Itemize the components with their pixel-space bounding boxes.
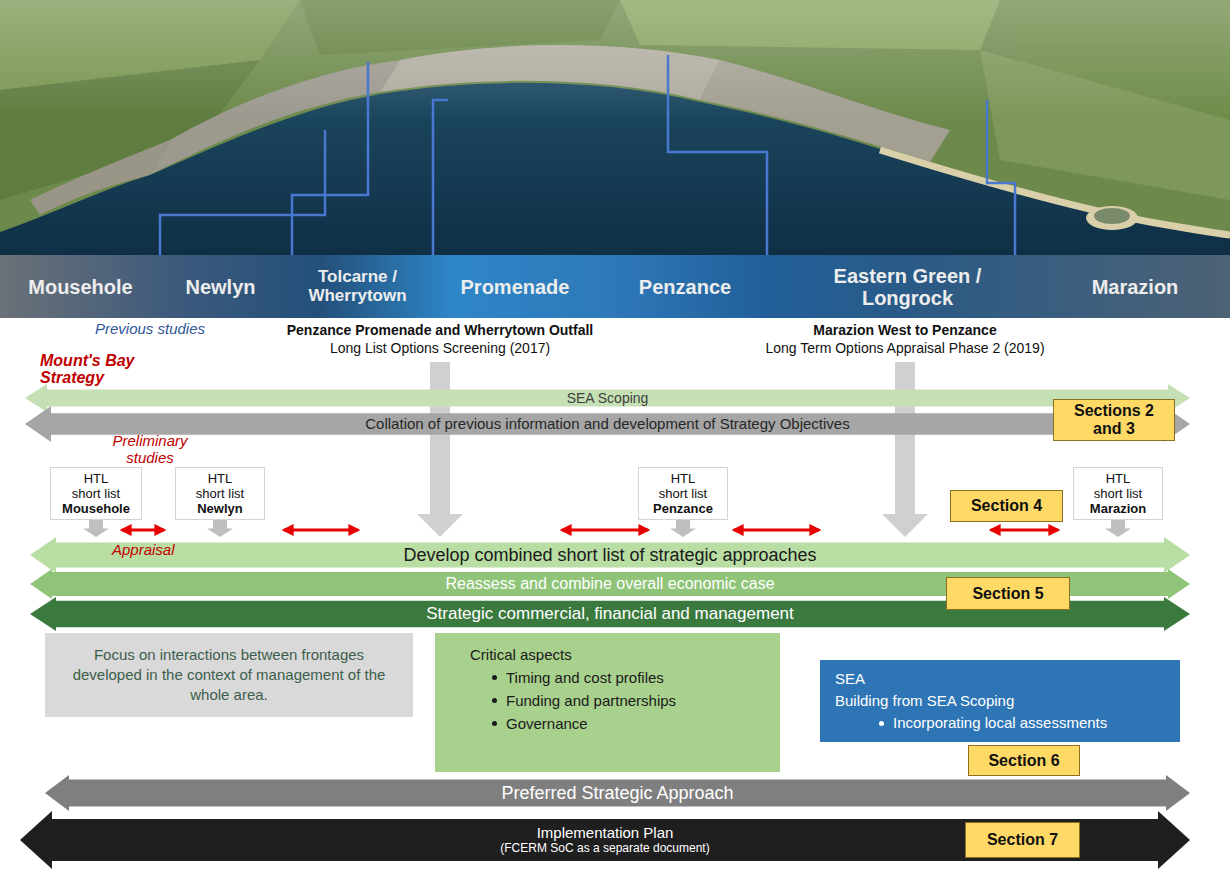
bullet-item: Funding and partnerships <box>490 689 760 712</box>
box-text: Focus on interactions between frontages … <box>61 645 397 705</box>
aerial-photo <box>0 0 1230 255</box>
section-tag: Sections 2 and 3 <box>1060 402 1168 438</box>
section-tag: Section 6 <box>988 752 1059 770</box>
double-arrow-band: Develop combined short list of strategic… <box>30 537 1190 573</box>
shortlist-caption: HTL short list <box>656 471 710 501</box>
frontage-name: Mousehole <box>8 255 153 318</box>
band-text: Implementation Plan <box>537 824 674 841</box>
study-subtitle: Long Term Options Appraisal Phase 2 (201… <box>735 340 1075 357</box>
double-arrow-band: SEA Scoping <box>25 384 1190 412</box>
note-box: Focus on interactions between frontages … <box>45 633 413 717</box>
frontage-name: Eastern Green / Longrock <box>800 255 1015 318</box>
shortlist-box: HTL short listPenzance <box>638 467 728 520</box>
band-text: Develop combined short list of strategic… <box>403 545 816 566</box>
box-heading: SEA <box>835 668 1165 690</box>
study-feed-arrow <box>417 362 928 537</box>
band-text: (FCERM SoC as a separate document) <box>500 842 709 856</box>
study-title: Penzance Promenade and Wherrytown Outfal… <box>265 322 615 339</box>
section-tag: Section 7 <box>987 831 1058 849</box>
feed-arrow <box>83 520 109 537</box>
stage-heading: Appraisal <box>112 541 202 558</box>
box-heading: Building from SEA Scoping <box>835 690 1165 712</box>
frontage-name: Promenade <box>440 255 590 318</box>
frontage-name: Tolcarne / Wherrytown <box>290 255 425 318</box>
band-text: Reassess and combine overall economic ca… <box>445 575 774 593</box>
double-arrow-shape <box>30 537 1190 573</box>
frontage-name: Mousehole <box>53 501 139 516</box>
shortlist-box: HTL short listMarazion <box>1073 467 1163 520</box>
stage-heading: Preliminary studies <box>105 432 195 466</box>
frontage-band: MouseholeNewlyn Tolcarne / WherrytownProm… <box>0 255 1230 318</box>
box-heading: Critical aspects <box>470 643 760 666</box>
double-arrow-shape <box>25 406 1190 442</box>
double-arrow-band: Collation of previous information and de… <box>25 406 1190 442</box>
bullet-item: Timing and cost profiles <box>490 666 760 689</box>
double-arrow-shape <box>30 597 1190 631</box>
band-text: Collation of previous information and de… <box>365 415 849 432</box>
strategy-heading: Mount's Bay Strategy <box>40 352 170 386</box>
study-subtitle: Long List Options Screening (2017) <box>265 340 615 357</box>
section-box: Section 7 <box>965 822 1080 858</box>
feed-arrow <box>207 520 233 537</box>
section-box: Section 5 <box>946 577 1070 610</box>
shortlist-caption: HTL short list <box>1091 471 1145 501</box>
bullet-item: Governance <box>490 712 760 735</box>
shortlist-caption: HTL short list <box>69 471 123 501</box>
frontage-name: Newlyn <box>168 255 273 318</box>
bullet-item: Incorporating local assessments <box>877 712 1165 734</box>
band-text: Preferred Strategic Approach <box>501 783 733 804</box>
band-text: Strategic commercial, financial and mana… <box>426 604 794 624</box>
frontage-name: Marazion <box>1076 501 1160 516</box>
shortlist-box: HTL short listMousehole <box>50 467 142 520</box>
study-title: Marazion West to Penzance <box>735 322 1075 339</box>
double-arrow-shape <box>20 811 1190 869</box>
sea-box: SEABuilding from SEA ScopingIncorporatin… <box>820 660 1180 742</box>
appraisal-arrow <box>122 529 1058 532</box>
double-arrow-shape <box>25 384 1190 412</box>
frontage-name: Penzance <box>615 255 755 318</box>
shortlist-box: HTL short listNewlyn <box>175 467 265 520</box>
feed-arrow <box>670 520 696 537</box>
section-tag: Section 5 <box>972 585 1043 603</box>
double-arrow-shape <box>45 775 1190 811</box>
shortlist-caption: HTL short list <box>193 471 247 501</box>
section-box: Section 4 <box>950 490 1063 522</box>
band-text: SEA Scoping <box>567 390 649 406</box>
frontage-name: Penzance <box>641 501 725 516</box>
frontage-name: Newlyn <box>178 501 262 516</box>
aspects-box: Critical aspectsTiming and cost profiles… <box>435 633 780 772</box>
feed-arrow <box>1105 520 1131 537</box>
section-box: Section 6 <box>968 745 1080 776</box>
frontage-name: Marazion <box>1070 255 1200 318</box>
study-heading: Previous studies <box>85 320 215 337</box>
section-tag: Section 4 <box>971 497 1042 515</box>
double-arrow-band: Preferred Strategic Approach <box>45 775 1190 811</box>
section-box: Sections 2 and 3 <box>1053 399 1175 441</box>
frontage-divider <box>160 55 1015 255</box>
